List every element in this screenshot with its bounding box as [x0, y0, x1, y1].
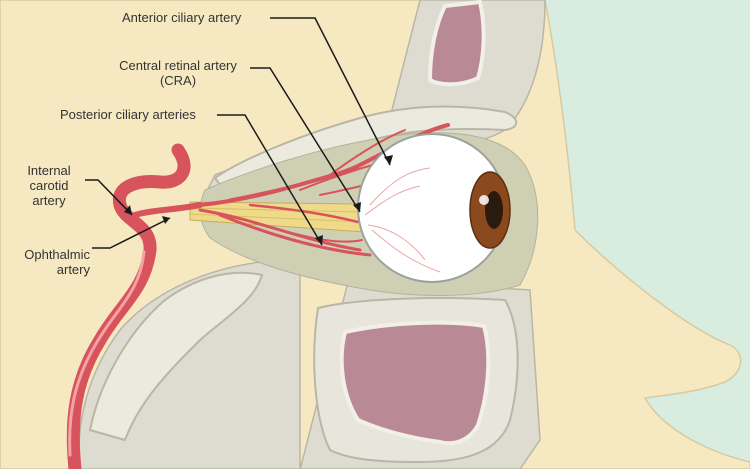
internal-carotid-artery	[66, 143, 191, 469]
label-anterior-ciliary-artery: Anterior ciliary artery	[122, 10, 242, 25]
maxillary-sinus	[339, 320, 491, 446]
orbital-floor	[88, 271, 264, 442]
label-ophthalmic-line1: Ophthalmic	[24, 247, 90, 262]
label-internal-carotid-line1: Internal	[27, 163, 71, 178]
label-internal-carotid-line2: carotid	[29, 178, 69, 193]
label-posterior-ciliary-arteries: Posterior ciliary arteries	[60, 107, 196, 122]
label-central-retinal-artery-line2: (CRA)	[159, 73, 197, 88]
label-internal-carotid-line3: artery	[32, 193, 66, 208]
label-ophthalmic-line2: artery	[56, 262, 90, 277]
frontal-sinus	[427, 0, 486, 87]
label-ophthalmic-artery: Ophthalmic artery	[6, 247, 90, 277]
label-internal-carotid-artery: Internal carotid artery	[12, 163, 86, 208]
label-central-retinal-artery: Central retinal artery (CRA)	[103, 58, 253, 88]
ophthalmic-artery-vessel	[132, 202, 203, 218]
label-central-retinal-artery-line1: Central retinal artery	[119, 58, 237, 73]
eyeball	[357, 133, 511, 283]
leader-arrowheads	[124, 155, 393, 245]
leader-lines	[85, 17, 391, 249]
